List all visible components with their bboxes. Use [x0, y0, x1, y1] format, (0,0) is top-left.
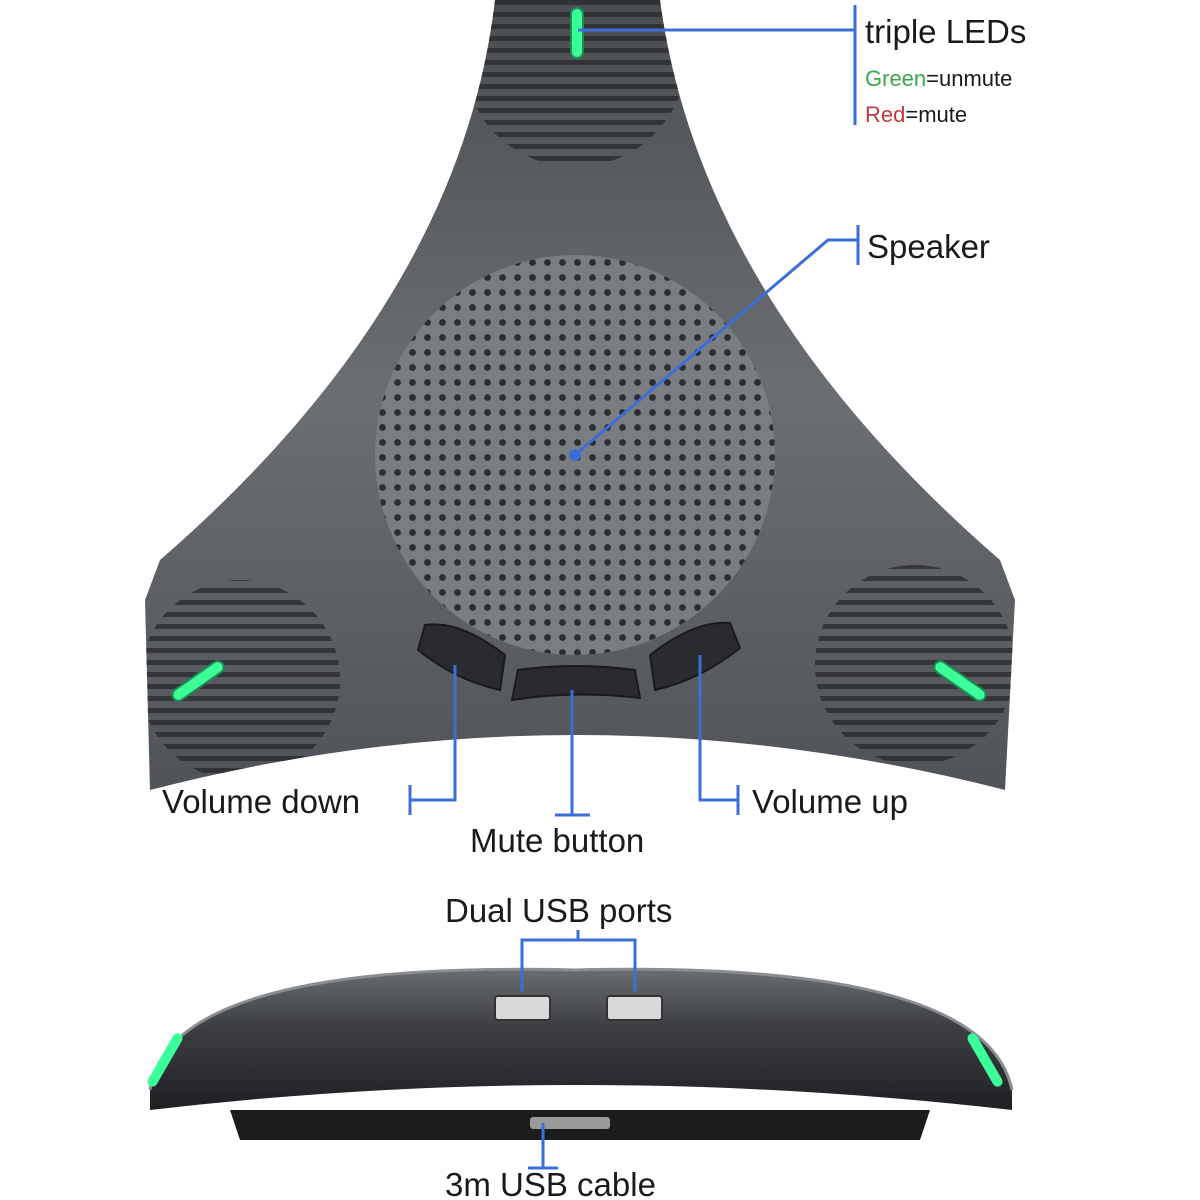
usb-cable — [530, 1117, 610, 1129]
led-right — [933, 660, 987, 702]
mute-button-label: Mute button — [470, 822, 644, 859]
volume-up-button[interactable] — [648, 621, 742, 692]
right-mic-grille — [815, 565, 1015, 765]
annotation-lines — [408, 5, 860, 1170]
volume-down-label: Volume down — [162, 783, 360, 820]
speakerphone-side-view — [147, 967, 1014, 1140]
led-top — [570, 7, 584, 59]
led-side-right — [967, 1033, 1003, 1087]
mute-button[interactable] — [510, 665, 642, 702]
volume-down-button[interactable] — [416, 623, 507, 692]
usb-port-right — [606, 995, 663, 1021]
usb-ports-label: Dual USB ports — [445, 892, 672, 929]
led-left — [171, 660, 225, 702]
leds-green-note: Green=unmute — [865, 66, 1012, 91]
led-side-left — [147, 1033, 183, 1087]
volume-up-label: Volume up — [752, 783, 908, 820]
left-mic-grille — [145, 580, 340, 780]
leds-label: triple LEDs — [865, 13, 1026, 50]
usb-cable-label: 3m USB cable — [445, 1166, 656, 1200]
usb-port-left — [494, 995, 551, 1021]
speaker-label: Speaker — [867, 228, 990, 265]
leds-red-note: Red=mute — [865, 102, 967, 127]
